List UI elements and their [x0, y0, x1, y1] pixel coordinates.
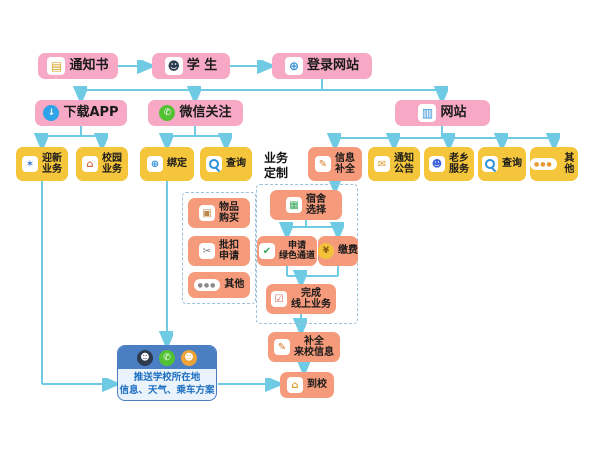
node-query-wechat-label: 查询	[226, 158, 246, 170]
node-item-purchase: ▣ 物品 购买	[188, 198, 250, 228]
node-batch-deduct-label: 批扣 申请	[219, 239, 239, 263]
node-fill-arrival-info: ✎ 补全 来校信息	[268, 332, 340, 362]
push-info-card: ☻ ✆ ☻ 推送学校所在地 信息、天气、乘车方案	[117, 345, 217, 401]
node-website-label: 网站	[440, 104, 467, 120]
node-notice-letter-label: 通知书	[69, 57, 109, 73]
business-customize-label: 业务 定制	[252, 149, 300, 183]
search-icon	[482, 156, 498, 172]
node-finish-online: ☑ 完成 线上业务	[266, 284, 336, 314]
node-campus-service-label: 校园 业务	[102, 152, 122, 176]
check-icon: ✔	[258, 243, 275, 259]
node-bind-label: 绑定	[167, 158, 187, 170]
node-login-website-label: 登录网站	[306, 57, 359, 73]
student-icon: ☻	[164, 57, 183, 75]
node-student: ☻ 学 生	[152, 53, 230, 79]
pencil-icon: ✎	[274, 339, 290, 355]
globe-icon: ⊕	[284, 57, 303, 75]
campus-icon: ⌂	[82, 156, 98, 172]
card-icon: ☑	[271, 291, 287, 307]
node-welcome-service-label: 迎新 业务	[42, 152, 62, 176]
scissors-icon: ✂	[199, 243, 215, 259]
social-apps-row: ☻ ✆ ☻	[118, 346, 216, 369]
social-app-icon: ☻	[181, 349, 197, 366]
dots-icon: ●●●	[530, 158, 557, 170]
node-other-offline-label: 其他	[224, 279, 245, 291]
node-query-web: 查询	[478, 147, 526, 181]
monitor-icon: ▥	[418, 104, 437, 122]
node-student-label: 学 生	[186, 57, 218, 73]
pencil-icon: ✎	[315, 156, 331, 172]
globe-icon: ⊕	[147, 156, 163, 172]
node-query-web-label: 查询	[502, 158, 522, 170]
app-download-icon: ↓	[43, 105, 60, 121]
node-wechat-follow: ✆ 微信关注	[148, 100, 243, 126]
wechat-icon: ✆	[159, 105, 176, 121]
node-query-wechat: 查询	[200, 147, 252, 181]
node-info-complete: ✎ 信息 补全	[308, 147, 362, 181]
node-dorm-select-label: 宿舍 选择	[306, 193, 326, 217]
node-other-offline: ●●● 其他	[188, 272, 250, 298]
node-finish-online-label: 完成 线上业务	[291, 287, 331, 311]
node-pay-fee-label: 缴费	[338, 245, 358, 257]
node-wechat-follow-label: 微信关注	[179, 104, 232, 120]
node-bind: ⊕ 绑定	[140, 147, 194, 181]
node-login-website: ⊕ 登录网站	[272, 53, 372, 79]
node-download-app-label: 下载APP	[63, 104, 119, 120]
dots-icon: ●●●	[193, 279, 221, 291]
node-other-web-label: 其他	[564, 152, 575, 176]
node-welcome-service: ✶ 迎新 业务	[16, 147, 68, 181]
node-arrive-school-label: 到校	[307, 379, 327, 391]
node-arrive-school: ⌂ 到校	[280, 372, 334, 398]
node-green-channel: ✔ 申请 绿色通道	[257, 236, 317, 266]
offline-services-group	[182, 192, 256, 304]
node-campus-service: ⌂ 校园 业务	[76, 147, 128, 181]
node-notice-letter: ▤ 通知书	[38, 53, 118, 79]
mail-icon: ✉	[374, 156, 390, 172]
social-app-icon: ☻	[137, 349, 153, 366]
people-icon: ☻	[429, 156, 445, 172]
node-notice-board-label: 通知 公告	[394, 152, 414, 176]
node-batch-deduct: ✂ 批扣 申请	[188, 236, 250, 266]
node-item-purchase-label: 物品 购买	[219, 201, 239, 225]
package-icon: ▣	[199, 205, 215, 221]
bunkbed-icon: ▦	[286, 197, 302, 213]
node-fellow-service: ☻ 老乡 服务	[424, 147, 474, 181]
node-notice-board: ✉ 通知 公告	[368, 147, 420, 181]
node-fellow-service-label: 老乡 服务	[449, 152, 469, 176]
node-green-channel-label: 申请 绿色通道	[278, 240, 315, 261]
node-download-app: ↓ 下载APP	[35, 100, 127, 126]
notebook-icon: ▤	[47, 57, 66, 75]
star-icon: ✶	[22, 156, 38, 172]
node-other-web: ●●● 其他	[530, 147, 578, 181]
node-info-complete-label: 信息 补全	[335, 152, 355, 176]
node-website: ▥ 网站	[395, 100, 490, 126]
schoolbag-icon: ⌂	[287, 377, 303, 393]
push-info-text: 推送学校所在地 信息、天气、乘车方案	[119, 372, 215, 396]
wechat-icon: ✆	[159, 349, 175, 366]
node-pay-fee: ¥ 缴费	[318, 236, 358, 266]
node-dorm-select: ▦ 宿舍 选择	[270, 190, 342, 220]
node-fill-arrival-info-label: 补全 来校信息	[294, 335, 334, 359]
search-icon	[206, 156, 222, 172]
moneybag-icon: ¥	[318, 243, 334, 259]
